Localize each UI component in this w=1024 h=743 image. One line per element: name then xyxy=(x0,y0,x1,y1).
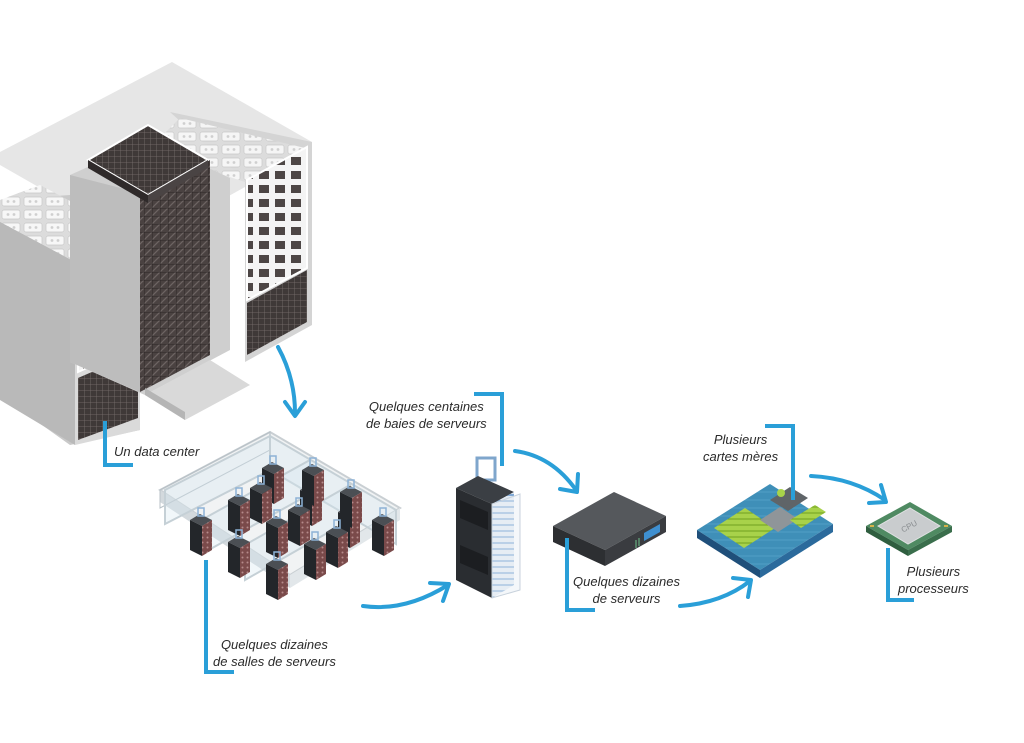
label-processors: Plusieurs processeurs xyxy=(898,563,969,597)
label-line: Quelques dizaines xyxy=(220,637,328,652)
server-room-rack xyxy=(340,479,362,528)
server-rack-grid xyxy=(190,455,394,600)
label-server-racks: Quelques centaines de baies de serveurs xyxy=(366,398,487,432)
label-motherboards: Plusieurs cartes mères xyxy=(703,431,778,465)
rack-server-icon xyxy=(553,492,666,566)
label-bracket-processors xyxy=(886,548,914,602)
label-bracket-servers xyxy=(565,538,595,612)
label-line: cartes mères xyxy=(703,449,779,464)
arrow-rooms-to-racks xyxy=(361,581,451,610)
arrow-racks-to-servers xyxy=(513,449,580,494)
server-room-rack xyxy=(190,507,212,556)
label-servers: Quelques dizaines de serveurs xyxy=(573,573,680,607)
data-center-building-icon xyxy=(0,62,312,445)
label-bracket-racks xyxy=(474,392,504,466)
label-line: de serveurs xyxy=(592,591,661,606)
label-line: Plusieurs xyxy=(713,432,768,447)
arrow-servers-to-motherboards xyxy=(678,576,753,608)
arrow-datacenter-to-rooms xyxy=(276,345,307,418)
server-room-rack xyxy=(302,457,324,506)
label-line: de salles de serveurs xyxy=(213,654,336,669)
arrow-motherboards-to-cpu xyxy=(809,474,888,505)
server-room-rack xyxy=(288,497,310,546)
label-bracket-motherboards xyxy=(765,424,795,500)
server-room-rack xyxy=(372,507,394,556)
label-line: Quelques centaines xyxy=(368,399,484,414)
server-room-rack xyxy=(326,519,348,568)
label-bracket-rooms xyxy=(204,560,234,674)
server-rack-icon xyxy=(456,456,521,599)
label-line: de baies de serveurs xyxy=(366,416,487,431)
cpu-chip-icon: CPU xyxy=(866,502,952,556)
label-server-rooms: Quelques dizaines de salles de serveurs xyxy=(213,636,336,670)
label-line: Plusieurs xyxy=(906,564,961,579)
label-datacenter: Un data center xyxy=(114,443,199,460)
server-room-rack xyxy=(228,529,250,578)
label-line: Quelques dizaines xyxy=(573,574,680,589)
label-bracket-datacenter xyxy=(103,421,133,467)
server-room-rack xyxy=(266,551,288,600)
label-line: processeurs xyxy=(898,581,969,596)
server-room-icon xyxy=(158,430,402,600)
label-line: Un data center xyxy=(114,444,200,459)
server-room-rack xyxy=(304,531,326,580)
server-room-rack xyxy=(266,509,288,558)
server-room-rack xyxy=(228,487,250,536)
server-room-rack xyxy=(250,475,272,524)
motherboard-icon xyxy=(697,484,833,578)
